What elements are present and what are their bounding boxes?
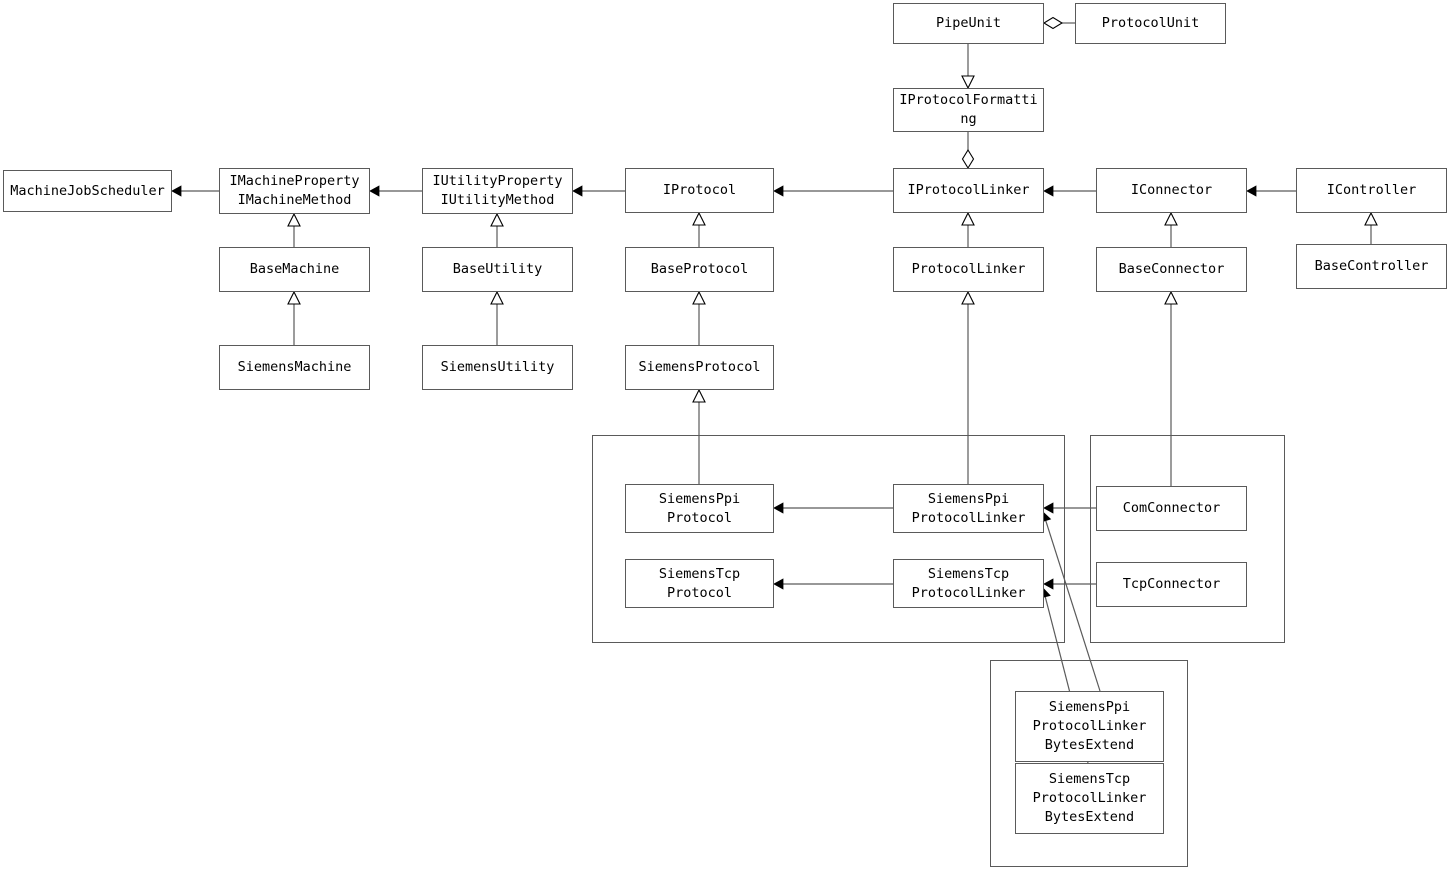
- class-box-comConnector[interactable]: ComConnector: [1096, 486, 1247, 531]
- class-box-siemensMachine[interactable]: SiemensMachine: [219, 345, 370, 390]
- class-box-siemensTcpProtocolLinkerBytesExtend[interactable]: SiemensTcp ProtocolLinker BytesExtend: [1015, 763, 1164, 834]
- edge-icontroller-to-iconnector: [1246, 185, 1296, 197]
- class-box-baseConnector[interactable]: BaseConnector: [1096, 247, 1247, 292]
- class-box-siemensPpiProtocolLinkerBytesExtend[interactable]: SiemensPpi ProtocolLinker BytesExtend: [1015, 691, 1164, 762]
- edge-siemensutility-to-baseutility: [490, 290, 504, 345]
- edge-baseprotocol-to-iprotocol: [692, 211, 706, 247]
- edge-basecontroller-to-icontroller: [1364, 211, 1378, 244]
- group-box-protocol-linker-group: [592, 435, 1065, 643]
- class-box-siemensTcpProtocolLinker[interactable]: SiemensTcp ProtocolLinker: [893, 559, 1044, 608]
- class-box-baseUtility[interactable]: BaseUtility: [422, 247, 573, 292]
- class-box-siemensPpiProtocolLinker[interactable]: SiemensPpi ProtocolLinker: [893, 484, 1044, 533]
- edge-iprotocolformatting-to-iprotocollinker: [961, 132, 975, 170]
- class-box-baseMachine[interactable]: BaseMachine: [219, 247, 370, 292]
- edge-iutility-to-imachine: [369, 185, 422, 197]
- edge-basemachine-to-imachine: [287, 212, 301, 247]
- edge-iprotocol-to-iutility: [572, 185, 625, 197]
- class-box-machineJobScheduler[interactable]: MachineJobScheduler: [3, 170, 172, 212]
- class-box-iMachineProperty[interactable]: IMachineProperty IMachineMethod: [219, 168, 370, 214]
- class-box-protocolUnit[interactable]: ProtocolUnit: [1075, 3, 1226, 44]
- edge-siemensmachine-to-basemachine: [287, 290, 301, 345]
- edge-siemensprotocol-to-baseprotocol: [692, 290, 706, 345]
- class-box-siemensTcpProtocol[interactable]: SiemensTcp Protocol: [625, 559, 774, 608]
- class-box-tcpConnector[interactable]: TcpConnector: [1096, 562, 1247, 607]
- class-box-pipeUnit[interactable]: PipeUnit: [893, 3, 1044, 44]
- class-box-siemensPpiProtocol[interactable]: SiemensPpi Protocol: [625, 484, 774, 533]
- edge-imachine-to-scheduler: [171, 185, 219, 197]
- class-box-baseProtocol[interactable]: BaseProtocol: [625, 247, 774, 292]
- edge-iprotocollinker-to-iprotocol: [773, 185, 893, 197]
- edge-iconnector-to-iprotocollinker: [1043, 185, 1096, 197]
- class-box-iProtocolLinker[interactable]: IProtocolLinker: [893, 168, 1044, 213]
- class-box-iController[interactable]: IController: [1296, 168, 1447, 213]
- edge-protocollinker-to-iprotocollinker: [961, 211, 975, 247]
- class-box-siemensUtility[interactable]: SiemensUtility: [422, 345, 573, 390]
- class-box-iConnector[interactable]: IConnector: [1096, 168, 1247, 213]
- edge-baseconnector-to-iconnector: [1164, 211, 1178, 247]
- edge-pipeunit-to-protocolunit: [1042, 16, 1075, 30]
- class-box-siemensProtocol[interactable]: SiemensProtocol: [625, 345, 774, 390]
- class-box-protocolLinker[interactable]: ProtocolLinker: [893, 247, 1044, 292]
- group-box-connector-group: [1090, 435, 1285, 643]
- edge-baseutility-to-iutility: [490, 212, 504, 247]
- edge-pipeunit-to-iprotocolformatting: [961, 44, 975, 90]
- class-box-iUtilityProperty[interactable]: IUtilityProperty IUtilityMethod: [422, 168, 573, 214]
- class-box-iProtocol[interactable]: IProtocol: [625, 168, 774, 213]
- class-box-baseController[interactable]: BaseController: [1296, 244, 1447, 289]
- class-box-iProtocolFormatting[interactable]: IProtocolFormatti ng: [893, 88, 1044, 132]
